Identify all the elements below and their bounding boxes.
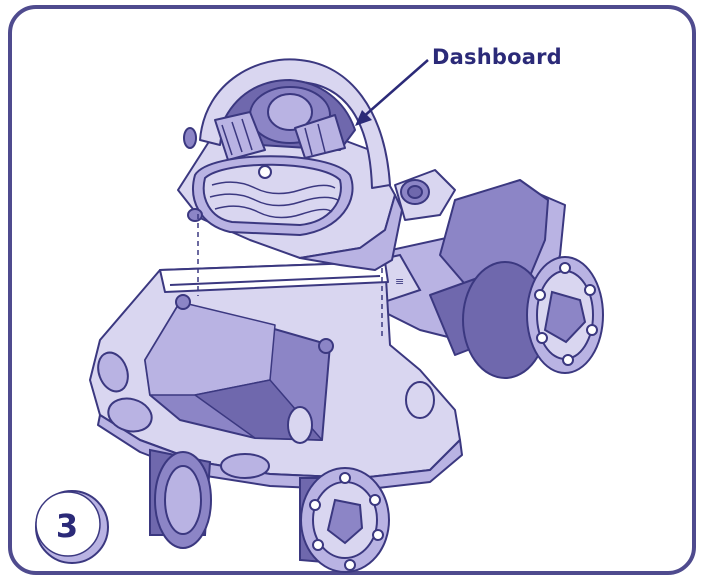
step-number: 3 xyxy=(35,494,99,558)
front-right-wheel xyxy=(300,468,389,572)
svg-text:≡: ≡ xyxy=(395,275,404,288)
front-left-wheel xyxy=(150,450,211,548)
dashboard-callout-label: Dashboard xyxy=(432,45,562,69)
